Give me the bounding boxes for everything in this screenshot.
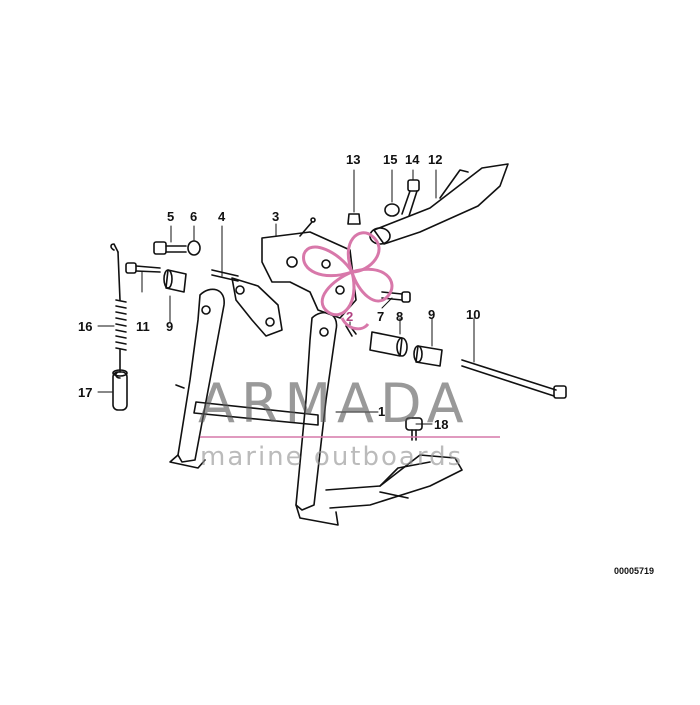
callout-15: 15 [383,152,398,167]
center-stand-frame [169,288,463,526]
diagram-code: 00005719 [614,566,655,576]
watermark-title: ARMADA [198,372,470,435]
watermark-subtitle: marine outboards [200,442,464,472]
sleeve-17 [112,369,128,411]
leader-lines [97,169,475,425]
spring-16 [110,243,127,379]
callout-2: 2 [346,309,354,324]
callout-18: 18 [434,417,449,432]
callout-11: 11 [136,319,150,334]
armada-logo-mark [302,231,394,331]
callout-1: 1 [378,404,386,419]
bush-8 [369,331,408,357]
callout-5: 5 [167,209,175,224]
callout-7: 7 [377,309,385,324]
callout-12: 12 [428,152,443,167]
sleeve-9-left [163,269,187,293]
long-bolt-10 [461,359,567,399]
callout-17: 17 [78,385,93,400]
callout-4: 4 [218,209,226,224]
watermark-rule [200,436,500,438]
callout-9-right: 9 [428,307,436,322]
bolt-5 [153,241,187,255]
bolt-11 [125,262,161,274]
callout-10: 10 [466,307,481,322]
callout-13: 13 [346,152,361,167]
sleeve-9-right [413,345,443,367]
callout-14: 14 [405,152,420,167]
callout-3: 3 [272,209,280,224]
cap-13 [347,213,361,225]
washer-15 [384,203,400,217]
washer-6 [187,240,201,256]
callout-16: 16 [78,319,93,334]
callout-8: 8 [396,309,404,324]
mounting-plate [261,217,357,319]
bolt-14 [401,179,420,217]
callout-6: 6 [190,209,198,224]
callout-9-left: 9 [166,319,174,334]
stand-bracket [231,277,283,337]
